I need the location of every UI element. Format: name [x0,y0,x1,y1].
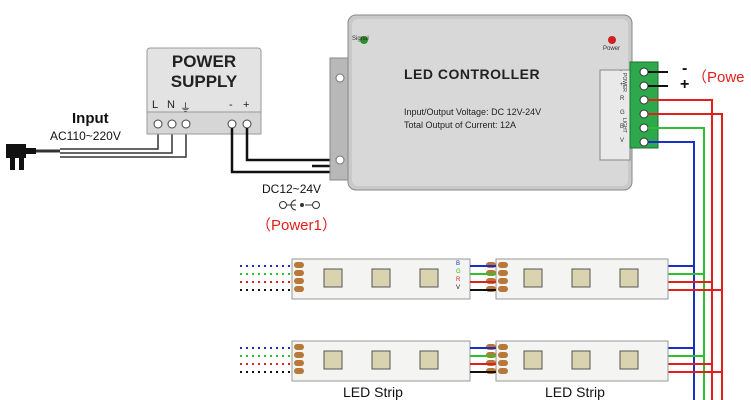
terminal-pin-b: B [620,124,625,130]
terminal-label-plus: + [243,99,250,111]
controller-title: LED CONTROLLER [404,66,541,82]
controller-spec-voltage: Input/Output Voltage: DC 12V-24V [404,107,542,117]
terminal-pin-g: G [620,110,625,116]
terminal-pin-v: V [620,138,625,144]
controller-spec-current: Total Output of Current: 12A [404,120,517,130]
terminal-pin-plus: + [620,82,624,88]
output-plus-sign: + [680,76,690,93]
dc-jack-icon [279,199,320,211]
ac-plug-icon [6,144,60,170]
ground-icon: ⏚ [180,102,191,114]
power-led-label: Power [603,46,621,52]
strip-pad-r: R [456,277,461,283]
dc-input-voltage: DC12~24V [262,182,322,196]
led-strip-row-2 [291,340,669,382]
power-output-label: （Powe [692,69,745,86]
power-supply-title: POWER SUPPLY [147,52,261,92]
input-voltage: AC110~220V [50,129,121,143]
led-strip-label-right: LED Strip [545,384,605,400]
input-label: Input [72,110,109,127]
output-minus-sign: - [682,60,688,77]
power-supply-title-line2: SUPPLY [170,72,238,91]
controller-terminal-block [629,61,659,149]
led-strip-label-left: LED Strip [343,384,403,400]
terminal-group-power: POWER [621,73,627,92]
signal-led-label: Signal [352,36,369,42]
terminal-pin-r: R [620,96,625,102]
strip-pad-b: B [456,261,461,267]
dc-input-label: （Power1） [256,217,337,234]
terminal-label-l: L [152,99,159,111]
led-controller-body [329,14,633,191]
led-strip-row-1 [291,258,669,300]
strip-pad-g: G [456,269,461,275]
power-supply-title-line1: POWER [171,52,237,71]
terminal-label-n: N [167,99,175,111]
terminal-group-light: LIGHT [621,118,627,133]
terminal-label-minus: - [229,99,233,111]
strip-pad-v: V [456,285,461,291]
terminal-pin-minus: - [620,68,622,74]
